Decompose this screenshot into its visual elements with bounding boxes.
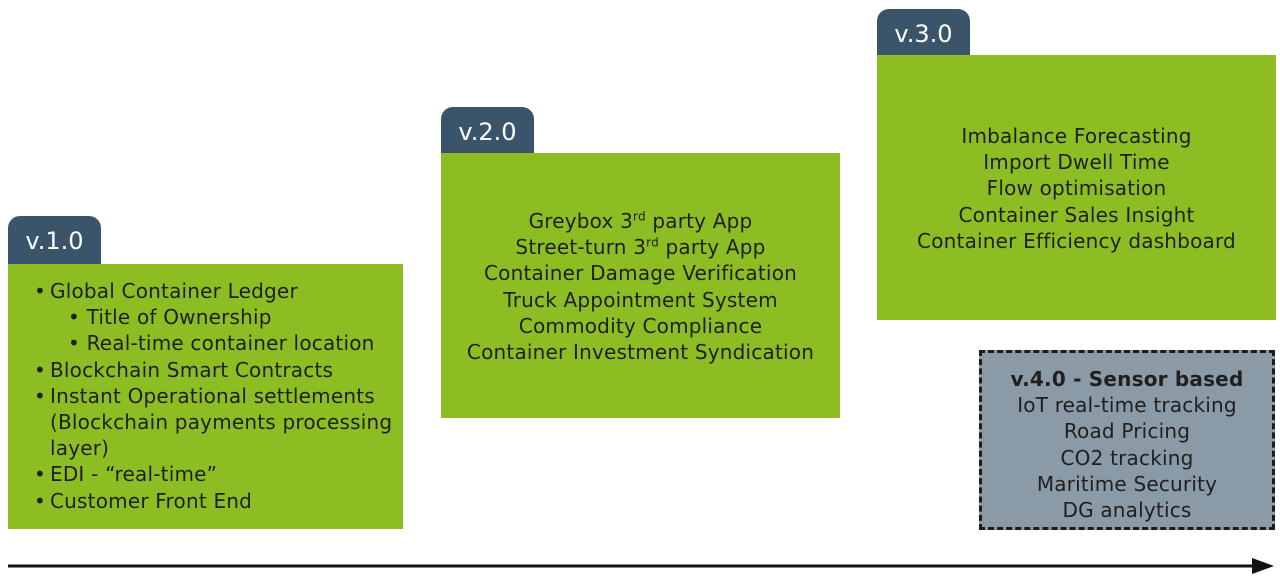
- v1-item: EDI - “real-time”: [34, 461, 403, 487]
- v4-item: Maritime Security: [1036, 471, 1218, 496]
- v1-item: Blockchain Smart Contracts: [34, 357, 403, 383]
- v3-item: Import Dwell Time: [983, 150, 1170, 175]
- v3-item: Container Efficiency dashboard: [917, 228, 1236, 253]
- v2-feature-box: Greybox 3rd party App Street-turn 3rd pa…: [441, 153, 840, 418]
- v4-item: IoT real-time tracking: [1017, 393, 1237, 418]
- v3-item: Container Sales Insight: [958, 202, 1195, 227]
- tab-v2: v.2.0: [441, 107, 534, 154]
- v1-item-continuation: layer): [50, 436, 110, 461]
- v1-item: Global Container Ledger: [34, 278, 403, 304]
- v2-item: Street-turn 3rd party App: [515, 235, 766, 260]
- v1-item: Customer Front End: [34, 488, 403, 514]
- v1-item: Instant Operational settlements: [34, 383, 403, 409]
- tab-v1: v.1.0: [8, 216, 101, 264]
- v1-feature-box: Global Container Ledger • Title of Owner…: [8, 264, 403, 529]
- v3-feature-box: Imbalance Forecasting Import Dwell Time …: [877, 55, 1276, 320]
- timeline-arrow: [8, 558, 1274, 574]
- v1-item-continuation: (Blockchain payments processing: [50, 410, 393, 435]
- v4-item: DG analytics: [1062, 498, 1192, 523]
- v1-sub-item: • Title of Ownership: [68, 305, 272, 330]
- v2-item: Container Investment Syndication: [466, 340, 815, 365]
- v4-item: CO2 tracking: [1060, 445, 1194, 470]
- tab-v1-label: v.1.0: [25, 227, 84, 255]
- v4-item: Road Pricing: [1063, 419, 1191, 444]
- v3-item: Flow optimisation: [986, 176, 1167, 201]
- v2-item: Commodity Compliance: [518, 313, 763, 338]
- v2-item: Truck Appointment System: [503, 287, 778, 312]
- arrow-head-icon: [1252, 558, 1274, 574]
- tab-v3-label: v.3.0: [894, 19, 953, 48]
- v4-title: v.4.0 - Sensor based: [1010, 367, 1244, 391]
- v2-item: Container Damage Verification: [483, 261, 798, 286]
- v1-sub-item: • Real-time container location: [68, 331, 375, 356]
- v3-item: Imbalance Forecasting: [961, 124, 1192, 148]
- v2-item: Greybox 3rd party App: [528, 209, 753, 233]
- tab-v2-label: v.2.0: [458, 117, 517, 146]
- tab-v3: v.3.0: [877, 9, 970, 56]
- v4-sensor-box: v.4.0 - Sensor based IoT real-time track…: [979, 350, 1275, 530]
